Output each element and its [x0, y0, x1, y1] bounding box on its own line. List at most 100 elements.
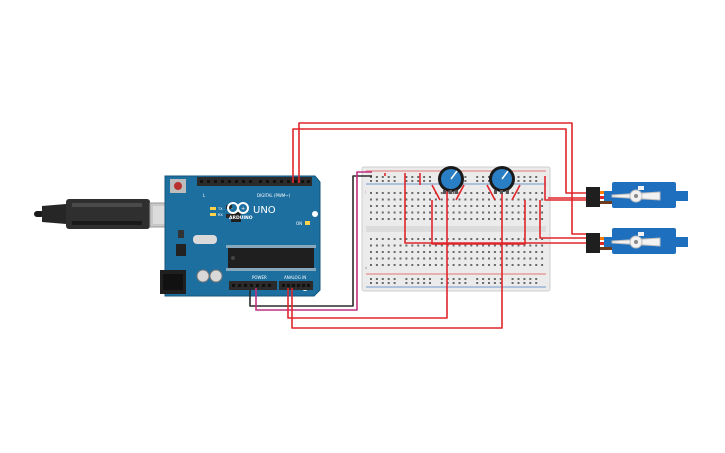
breadboard-hole — [470, 198, 473, 201]
breadboard-hole — [541, 238, 544, 240]
breadboard-hole — [499, 211, 502, 214]
breadboard-hole — [417, 176, 420, 178]
wire-red-pot2-left[interactable] — [486, 184, 496, 201]
breadboard-hole — [434, 211, 437, 214]
breadboard-hole — [488, 198, 490, 201]
breadboard-hole — [429, 211, 431, 214]
breadboard-hole — [523, 198, 526, 201]
breadboard-hole — [411, 205, 414, 207]
breadboard-hole — [440, 211, 443, 214]
breadboard-hole — [423, 264, 426, 266]
wire-red-a1[interactable] — [291, 188, 503, 329]
breadboard-hole — [423, 282, 426, 284]
breadboard-hole — [399, 192, 402, 194]
breadboard-hole — [375, 244, 378, 247]
breadboard-hole — [499, 205, 502, 207]
breadboard-hole — [517, 264, 520, 266]
servo-connector — [586, 187, 600, 207]
breadboard-hole — [423, 180, 426, 182]
breadboard-hole — [458, 244, 461, 247]
breadboard-hole — [511, 244, 514, 247]
breadboard-hole — [517, 218, 520, 220]
tx-label: TX — [217, 207, 223, 211]
breadboard-hole — [393, 180, 396, 182]
wire-black-gnd[interactable] — [249, 175, 372, 307]
breadboard-hole — [429, 180, 431, 182]
breadboard-hole — [411, 238, 414, 240]
breadboard-hole — [429, 251, 431, 253]
breadboard-hole — [381, 282, 384, 284]
analog-header[interactable] — [279, 281, 313, 290]
breadboard-hole — [387, 180, 390, 182]
breadboard-hole — [423, 176, 426, 178]
breadboard-hole — [523, 282, 526, 284]
breadboard-hole — [476, 205, 479, 207]
breadboard-hole — [411, 180, 414, 182]
wire-magenta-5v[interactable] — [255, 171, 372, 311]
wire-red-servo2-signal[interactable] — [539, 200, 598, 239]
wire-red-servo1-signal[interactable] — [544, 176, 598, 201]
wire-red-top-outer[interactable] — [292, 128, 598, 194]
breadboard-hole — [535, 257, 538, 260]
breadboard-hole — [405, 251, 408, 253]
breadboard-hole — [493, 257, 496, 260]
potentiometer-2[interactable] — [489, 166, 515, 194]
breadboard-hole — [476, 192, 479, 194]
breadboard-hole — [464, 257, 467, 260]
breadboard-hole — [375, 264, 378, 266]
servo-2[interactable] — [586, 228, 688, 254]
breadboard-hole — [470, 205, 473, 207]
digital-header[interactable] — [197, 177, 312, 186]
breadboard-hole — [440, 192, 443, 194]
breadboard-hole — [452, 238, 455, 240]
breadboard-hole — [523, 244, 526, 247]
breadboard-hole — [429, 244, 431, 247]
wire-red-mid[interactable] — [431, 200, 526, 245]
breadboard-hole — [440, 264, 443, 266]
breadboard-hole — [476, 211, 479, 214]
breadboard-hole — [458, 278, 461, 280]
breadboard-hole — [381, 251, 384, 253]
arduino-board[interactable]: TX RX L ON - + ARDUINO UNO DIGITAL (PWM~… — [160, 175, 321, 297]
wire-red-pot1-left[interactable] — [431, 184, 441, 201]
breadboard-hole — [482, 218, 485, 220]
breadboard-hole — [488, 257, 490, 260]
breadboard-hole — [511, 251, 514, 253]
breadboard-hole — [399, 211, 402, 214]
breadboard-hole — [458, 238, 461, 240]
breadboard-hole — [434, 244, 437, 247]
breadboard-hole — [541, 218, 544, 220]
digital-header-label: DIGITAL (PWM~) — [257, 193, 291, 198]
breadboard-hole — [417, 180, 420, 182]
wire-red-a0[interactable] — [287, 188, 448, 319]
breadboard-hole — [440, 251, 443, 253]
breadboard-hole — [375, 257, 378, 260]
breadboard-hole — [488, 238, 490, 240]
breadboard-hole — [505, 257, 508, 260]
breadboard[interactable]: a j — [361, 166, 551, 292]
servo-1[interactable] — [586, 182, 688, 208]
wire-red-pot1-right[interactable] — [455, 184, 465, 201]
wire-red-pot2-right[interactable] — [511, 184, 521, 201]
breadboard-hole — [470, 211, 473, 214]
breadboard-hole — [511, 238, 514, 240]
breadboard-hole — [375, 192, 378, 194]
breadboard-hole — [411, 176, 414, 178]
breadboard-hole — [482, 278, 485, 280]
breadboard-hole — [482, 264, 485, 266]
breadboard-hole — [417, 244, 420, 247]
breadboard-hole — [423, 251, 426, 253]
breadboard-hole — [423, 198, 426, 201]
breadboard-hole — [393, 192, 396, 194]
breadboard-hole — [370, 244, 372, 247]
breadboard-hole — [411, 282, 414, 284]
potentiometer-1[interactable] — [438, 166, 464, 194]
wire-red-rail-2[interactable] — [404, 173, 548, 244]
breadboard-hole — [381, 180, 384, 182]
breadboard-hole — [387, 278, 390, 280]
capacitor — [196, 269, 210, 283]
breadboard-hole — [452, 205, 455, 207]
breadboard-hole — [535, 264, 538, 266]
breadboard-hole — [499, 198, 502, 201]
breadboard-hole — [387, 238, 390, 240]
